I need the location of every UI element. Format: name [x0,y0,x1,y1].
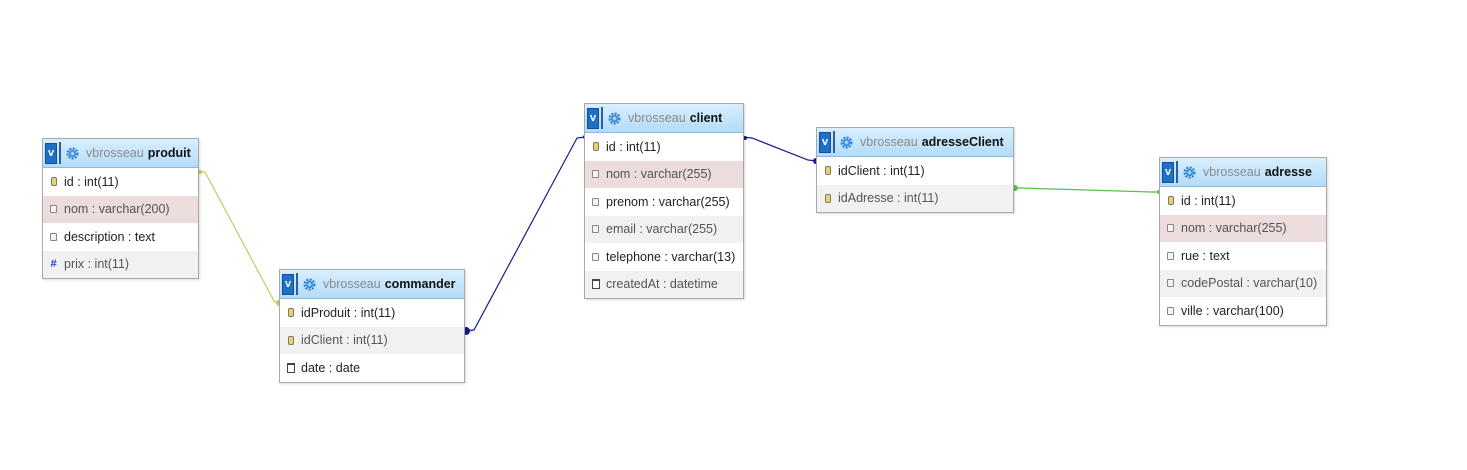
gear-icon[interactable] [839,135,854,150]
field-icon [1164,251,1177,260]
table-name: client [689,111,723,125]
field-row[interactable]: prenom : varchar(255) [585,188,743,216]
hash-icon: # [50,257,57,270]
field-row[interactable]: email : varchar(255) [585,215,743,243]
field-row[interactable]: description : text [43,223,198,251]
field-row[interactable]: idClient : int(11) [280,326,464,354]
table-name: produit [147,146,191,160]
database-name: vbrosseau [860,135,918,149]
database-name: vbrosseau [628,111,686,125]
field-label: nom : varchar(255) [1181,221,1287,236]
relation-client-commander [462,135,587,335]
field-icon [589,225,602,234]
header-separator [296,273,298,295]
field-icon [1164,279,1177,288]
key-icon [1164,196,1177,206]
field-label: idProduit : int(11) [301,305,396,320]
toggle-columns-button[interactable]: v [45,142,57,164]
field-row[interactable]: createdAt : datetime [585,270,743,298]
field-label: date : date [301,360,361,375]
toggle-columns-button[interactable]: v [819,131,831,153]
field-label: idClient : int(11) [838,163,925,178]
header-separator [601,107,603,129]
key-icon [821,166,834,176]
field-row[interactable]: idAdresse : int(11) [817,184,1013,212]
field-icon [47,232,60,241]
field-icon [589,170,602,179]
field-label: telephone : varchar(13) [606,249,736,264]
field-label: nom : varchar(200) [64,202,170,217]
key-icon [589,142,602,152]
header-separator [1176,161,1178,183]
field-label: id : int(11) [64,174,119,189]
field-label: email : varchar(255) [606,222,718,237]
relation-produit-commander [197,170,282,306]
field-label: idClient : int(11) [301,333,388,348]
calendar-icon [284,362,297,373]
field-row[interactable]: date : date [280,354,464,382]
toggle-columns-button[interactable]: v [587,107,599,129]
key-icon [284,308,297,318]
toggle-columns-button[interactable]: v [282,273,294,295]
field-row[interactable]: nom : varchar(255) [1160,214,1326,242]
field-row[interactable]: idProduit : int(11) [280,299,464,327]
field-icon [47,205,60,214]
key-icon [821,193,834,203]
key-icon [47,177,60,187]
field-row[interactable]: telephone : varchar(13) [585,243,743,271]
field-row[interactable]: rue : text [1160,242,1326,270]
field-label: id : int(11) [1181,193,1236,208]
table-name: adresse [1264,165,1312,179]
field-icon [589,197,602,206]
field-label: prenom : varchar(255) [606,194,730,209]
field-label: createdAt : datetime [606,277,718,292]
field-row[interactable]: idClient : int(11) [817,157,1013,185]
field-icon [589,252,602,261]
field-row[interactable]: nom : varchar(255) [585,160,743,188]
table-name: adresseClient [921,135,1004,149]
field-row[interactable]: # prix : int(11) [43,250,198,278]
field-label: codePostal : varchar(10) [1181,276,1318,291]
field-row[interactable]: id : int(11) [43,168,198,196]
relation-adresse-adresseClient [1012,185,1161,194]
field-label: rue : text [1181,248,1230,263]
gear-icon[interactable] [1182,165,1197,180]
calendar-icon [589,279,602,290]
table-name: commander [384,277,456,291]
field-row[interactable]: id : int(11) [1160,187,1326,215]
field-row[interactable]: ville : varchar(100) [1160,297,1326,325]
key-icon [284,335,297,345]
header-separator [833,131,835,153]
field-label: nom : varchar(255) [606,167,712,182]
field-icon [1164,306,1177,315]
field-label: ville : varchar(100) [1181,303,1284,318]
field-row[interactable]: id : int(11) [585,133,743,161]
field-label: description : text [64,229,156,244]
database-name: vbrosseau [86,146,144,160]
relation-client-adresseClient [742,136,819,164]
database-name: vbrosseau [1203,165,1261,179]
header-separator [59,142,61,164]
field-row[interactable]: codePostal : varchar(10) [1160,269,1326,297]
field-label: prix : int(11) [64,257,130,272]
gear-icon[interactable] [302,277,317,292]
field-row[interactable]: nom : varchar(200) [43,195,198,223]
gear-icon[interactable] [65,146,80,161]
field-label: id : int(11) [606,139,661,154]
database-name: vbrosseau [323,277,381,291]
gear-icon[interactable] [607,111,622,126]
toggle-columns-button[interactable]: v [1162,161,1174,183]
field-label: idAdresse : int(11) [838,191,939,206]
field-icon [1164,224,1177,233]
